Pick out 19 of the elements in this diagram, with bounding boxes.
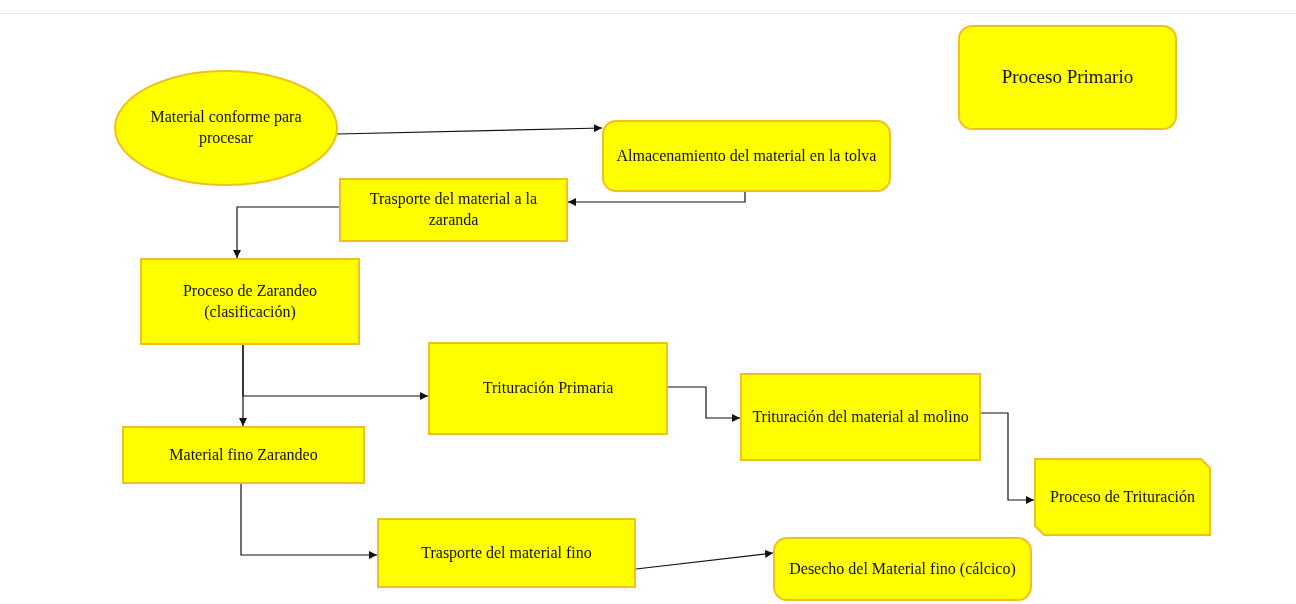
terminal-box: Proceso de Trituración bbox=[1034, 458, 1211, 536]
process-box: Material fino Zarandeo bbox=[122, 426, 365, 484]
process-box: Desecho del Material fino (cálcico) bbox=[773, 537, 1032, 601]
arrow bbox=[336, 124, 603, 135]
arrow bbox=[567, 191, 746, 206]
process-box: Trasporte del material a la zaranda bbox=[339, 178, 568, 242]
process-box: Trituración Primaria bbox=[428, 342, 668, 435]
start-ellipse: Material conforme para procesar bbox=[114, 70, 338, 186]
arrow bbox=[242, 344, 429, 400]
process-box: Trasporte del material fino bbox=[377, 518, 636, 588]
process-box: Trituración del material al molino bbox=[740, 373, 981, 461]
arrow bbox=[980, 412, 1035, 504]
legend-box: Proceso Primario bbox=[958, 25, 1177, 130]
process-box: Almacenamiento del material en la tolva bbox=[602, 120, 891, 192]
arrow bbox=[667, 386, 741, 422]
arrow bbox=[635, 549, 774, 570]
arrow bbox=[233, 206, 340, 259]
process-box: Proceso de Zarandeo (clasificación) bbox=[140, 258, 360, 345]
arrow bbox=[240, 483, 378, 559]
